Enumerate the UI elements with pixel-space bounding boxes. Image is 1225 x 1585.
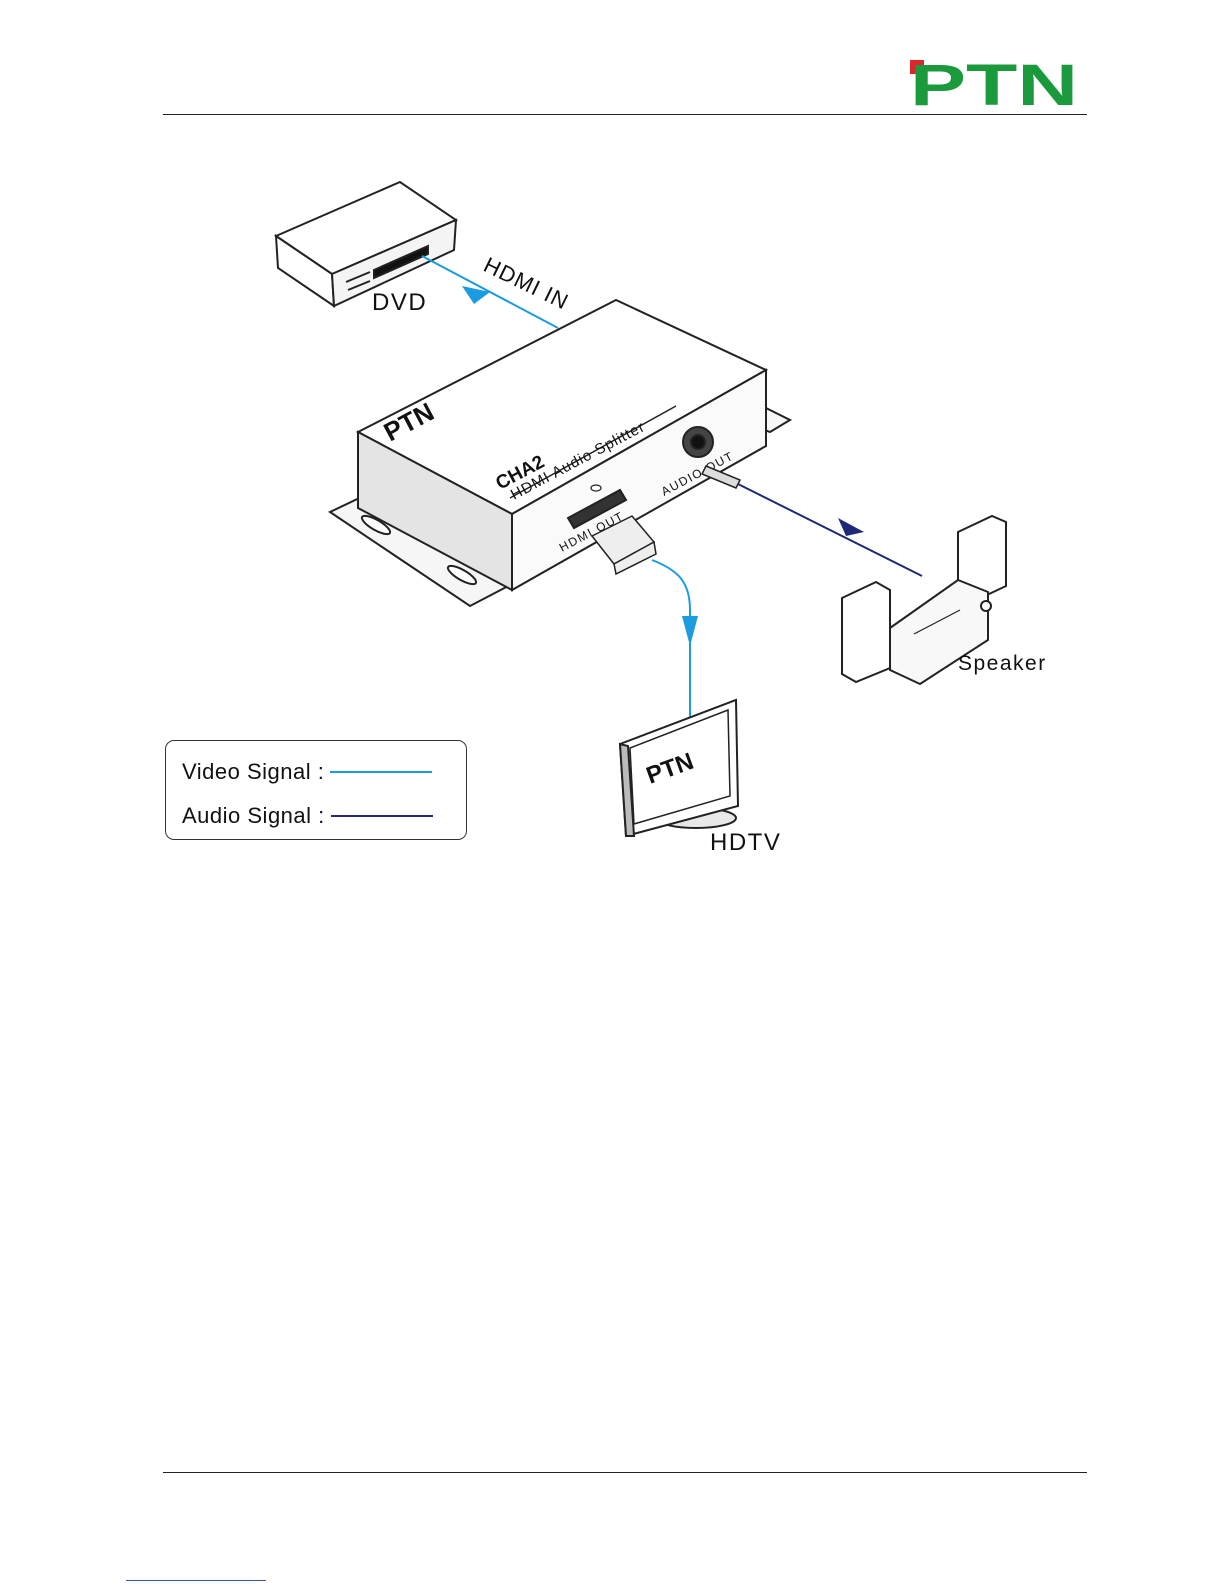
legend-video-row: Video Signal : bbox=[182, 759, 432, 785]
legend-audio-line bbox=[331, 815, 433, 817]
header-rule bbox=[163, 114, 1087, 115]
dvd-player-icon bbox=[276, 182, 456, 306]
legend: Video Signal : Audio Signal : bbox=[165, 740, 467, 840]
hdmi-in-label: HDMI IN bbox=[480, 252, 573, 315]
logo-text: PTN bbox=[910, 58, 1078, 108]
ptn-logo: PTN bbox=[908, 58, 1080, 108]
hdmi-out-cable bbox=[652, 560, 690, 718]
hdmi-out-arrow bbox=[682, 616, 698, 646]
audio-arrow bbox=[838, 518, 864, 536]
legend-audio-label: Audio Signal : bbox=[182, 803, 325, 829]
footer-link-underline bbox=[126, 1580, 266, 1581]
speaker-label: Speaker bbox=[958, 652, 1047, 675]
footer-rule bbox=[163, 1472, 1087, 1473]
legend-video-line bbox=[330, 771, 432, 773]
hdtv-label: HDTV bbox=[710, 829, 781, 856]
audio-cable bbox=[738, 484, 922, 576]
legend-audio-row: Audio Signal : bbox=[182, 803, 433, 829]
dvd-label: DVD bbox=[372, 289, 427, 316]
legend-video-label: Video Signal : bbox=[182, 759, 324, 785]
